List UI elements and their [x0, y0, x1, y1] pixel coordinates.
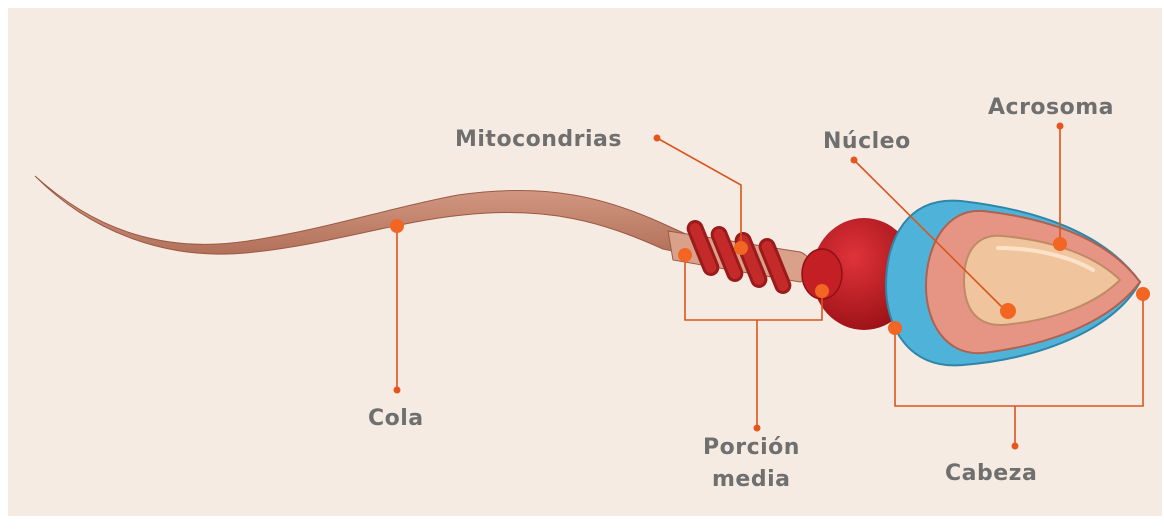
- label-cabeza: Cabeza: [945, 461, 1037, 486]
- label-nucleo: Núcleo: [823, 129, 911, 154]
- diagram-canvas: Mitocondrias Núcleo Acrosoma Cola Porció…: [8, 8, 1162, 516]
- label-porcion-media-line1: Porción: [703, 435, 800, 460]
- sperm-diagram: Mitocondrias Núcleo Acrosoma Cola Porció…: [8, 8, 1164, 530]
- label-acrosoma: Acrosoma: [988, 95, 1114, 120]
- label-cola: Cola: [368, 406, 424, 431]
- tail-shape: [35, 176, 708, 258]
- label-mitocondrias: Mitocondrias: [455, 127, 622, 152]
- label-porcion-media-line2: media: [712, 467, 790, 492]
